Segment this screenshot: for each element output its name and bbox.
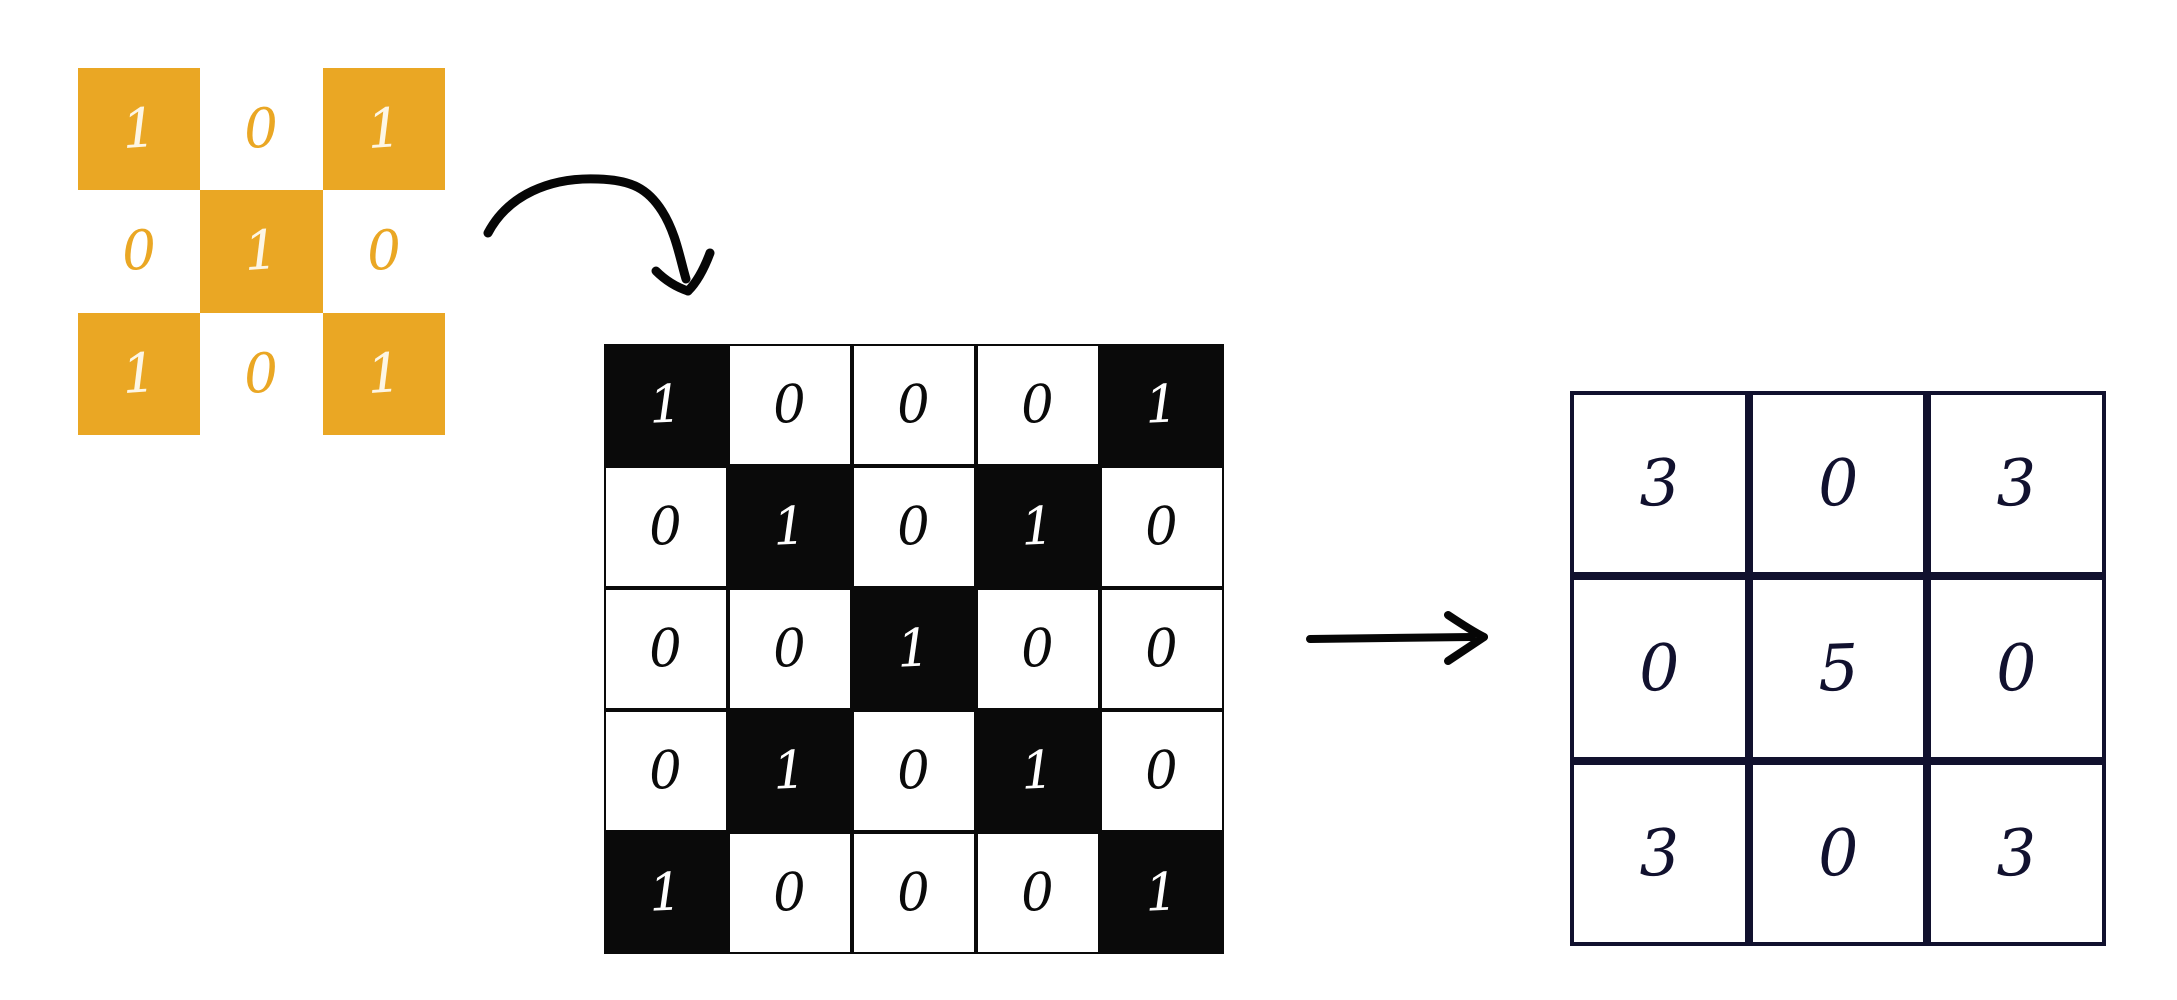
kernel-cell-r1c2: 0	[200, 68, 323, 191]
output-cell-r1c3: 3	[1927, 391, 2106, 576]
input-cell-value: 1	[895, 617, 932, 680]
input-cell-r3c2: 0	[727, 587, 852, 710]
straight-arrow-icon	[1300, 595, 1530, 705]
input-cell-value: 1	[1019, 739, 1056, 802]
input-cell-value: 0	[771, 617, 808, 680]
input-cell-value: 0	[1143, 739, 1180, 802]
output-cell-r3c2: 0	[1748, 761, 1928, 946]
input-cell-r5c2: 0	[727, 831, 852, 954]
input-cell-value: 0	[895, 739, 932, 802]
kernel-cell-r2c2: 1	[200, 190, 323, 313]
input-cell-r2c5: 0	[1099, 465, 1224, 588]
input-cell-r1c3: 0	[851, 343, 976, 466]
input-cell-value: 0	[1143, 617, 1180, 680]
input-cell-value: 0	[647, 617, 684, 680]
input-cell-r2c2: 1	[727, 465, 852, 588]
output-cell-r1c2: 0	[1748, 391, 1928, 576]
input-cell-r2c4: 1	[975, 465, 1100, 588]
output-cell-value: 3	[1637, 815, 1681, 892]
input-cell-r3c1: 0	[603, 587, 728, 710]
kernel-cell-r3c2: 0	[200, 312, 323, 435]
output-cell-value: 0	[1994, 630, 2039, 707]
input-cell-r1c1: 1	[603, 343, 728, 466]
input-cell-r5c4: 0	[975, 831, 1100, 954]
kernel-cell-r3c1: 1	[78, 312, 201, 435]
input-cell-r4c4: 1	[975, 709, 1100, 832]
input-matrix-grid: 1 0 0 0 1 0 1 0 1 0 0 0 1 0 0 0 1 0 1 0 1 0 0 0 1	[603, 343, 1225, 955]
input-cell-value: 1	[1143, 373, 1180, 436]
output-matrix-grid: 3 0 3 0 5 0 3 0 3	[1570, 391, 2108, 948]
input-cell-r4c5: 0	[1099, 709, 1224, 832]
kernel-cell-r2c1: 0	[78, 190, 201, 313]
output-cell-r2c2: 5	[1748, 576, 1928, 761]
input-cell-value: 1	[771, 739, 808, 802]
input-cell-r5c3: 0	[851, 831, 976, 954]
output-cell-value: 0	[1816, 445, 1860, 522]
input-cell-r1c2: 0	[727, 343, 852, 466]
input-cell-value: 0	[895, 495, 932, 558]
output-cell-r2c3: 0	[1927, 576, 2106, 761]
input-cell-r4c3: 0	[851, 709, 976, 832]
input-cell-value: 0	[1019, 373, 1056, 436]
kernel-cell-r3c3: 1	[322, 312, 445, 435]
kernel-cell-value: 1	[119, 96, 159, 162]
kernel-cell-value: 0	[242, 96, 281, 162]
kernel-cell-r1c3: 1	[322, 68, 445, 191]
input-cell-r3c5: 0	[1099, 587, 1224, 710]
output-cell-value: 0	[1816, 815, 1860, 892]
input-cell-value: 0	[647, 739, 684, 802]
input-cell-r1c5: 1	[1099, 343, 1224, 466]
input-cell-value: 1	[1143, 861, 1180, 924]
output-cell-value: 5	[1816, 630, 1860, 707]
curved-arrow-icon	[480, 155, 760, 315]
kernel-cell-value: 1	[119, 340, 159, 406]
output-cell-value: 3	[1994, 815, 2039, 892]
input-cell-value: 1	[771, 495, 808, 558]
input-cell-value: 0	[895, 861, 932, 924]
kernel-cell-value: 0	[364, 218, 404, 284]
input-cell-value: 0	[895, 373, 932, 436]
output-cell-value: 0	[1637, 630, 1681, 707]
input-cell-value: 0	[647, 495, 684, 558]
input-cell-value: 0	[1019, 617, 1056, 680]
input-cell-value: 1	[647, 373, 684, 436]
kernel-cell-r1c1: 1	[78, 68, 201, 191]
input-cell-r5c5: 1	[1099, 831, 1224, 954]
output-cell-r1c1: 3	[1570, 391, 1749, 576]
output-cell-value: 3	[1994, 445, 2039, 522]
kernel-cell-value: 1	[364, 96, 404, 162]
input-cell-value: 1	[1019, 495, 1056, 558]
input-cell-r4c2: 1	[727, 709, 852, 832]
input-cell-value: 0	[1143, 495, 1180, 558]
kernel-cell-value: 1	[242, 218, 281, 284]
input-cell-r1c4: 0	[975, 343, 1100, 466]
input-cell-value: 0	[1019, 861, 1056, 924]
input-cell-r2c3: 0	[851, 465, 976, 588]
input-cell-r3c4: 0	[975, 587, 1100, 710]
output-cell-r3c3: 3	[1927, 761, 2106, 946]
output-cell-value: 3	[1637, 445, 1681, 522]
kernel-cell-value: 1	[364, 340, 404, 406]
input-cell-value: 0	[771, 861, 808, 924]
input-cell-value: 1	[647, 861, 684, 924]
output-cell-r2c1: 0	[1570, 576, 1749, 761]
kernel-grid: 1 0 1 0 1 0 1 0 1	[78, 68, 445, 435]
input-cell-r5c1: 1	[603, 831, 728, 954]
input-cell-r3c3: 1	[851, 587, 976, 710]
kernel-cell-r2c3: 0	[322, 190, 445, 313]
kernel-cell-value: 0	[119, 218, 159, 284]
input-cell-r4c1: 0	[603, 709, 728, 832]
input-cell-r2c1: 0	[603, 465, 728, 588]
input-cell-value: 0	[771, 373, 808, 436]
output-cell-r3c1: 3	[1570, 761, 1749, 946]
kernel-cell-value: 0	[242, 340, 281, 406]
